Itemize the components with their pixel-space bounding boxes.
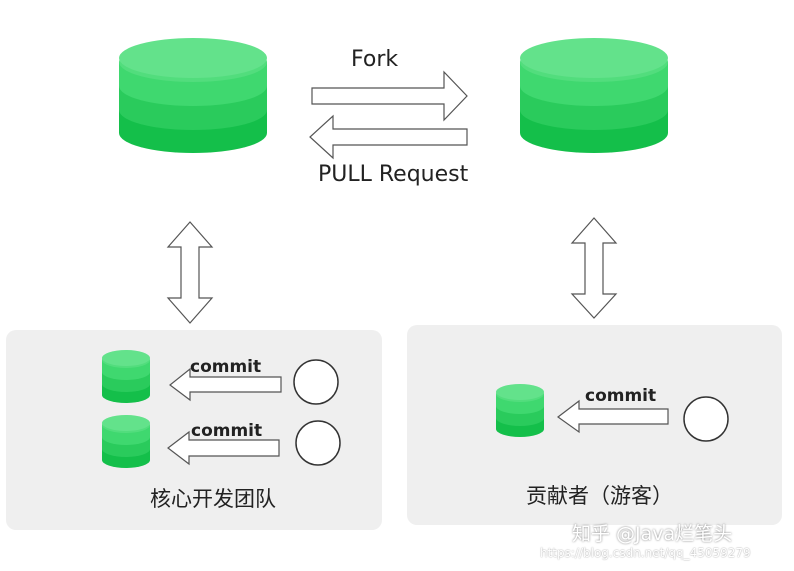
- watermark-main: 知乎 @Java烂笔头: [572, 523, 733, 545]
- team-local-repo-1-icon: [102, 350, 150, 403]
- team-developer-1-icon: [293, 359, 339, 405]
- team-commit-arrow-2: [167, 430, 280, 466]
- team-developer-2-icon: [295, 420, 341, 466]
- forked-repo-database-icon: [520, 38, 668, 153]
- watermark-url: https://blog.csdn.net/qq_45059279: [540, 546, 751, 560]
- pull-request-arrow: [309, 114, 468, 160]
- team-commit-label-1: commit: [190, 357, 262, 377]
- fork-arrow: [311, 70, 468, 122]
- contributor-local-repo-icon: [496, 384, 544, 437]
- contributor-icon: [683, 396, 729, 442]
- team-commit-label-2: commit: [191, 421, 263, 441]
- pull-request-label: PULL Request: [318, 162, 469, 187]
- contributor-commit-arrow: [556, 399, 669, 434]
- left-sync-arrow: [166, 221, 214, 324]
- team-commit-arrow-1: [169, 367, 282, 402]
- contributor-label: 贡献者（游客）: [526, 484, 673, 508]
- contributor-commit-label: commit: [585, 386, 657, 406]
- right-sync-arrow: [570, 217, 618, 319]
- origin-repo-database-icon: [119, 38, 267, 153]
- team-local-repo-2-icon: [102, 415, 150, 468]
- core-team-label: 核心开发团队: [150, 487, 276, 511]
- fork-label: Fork: [351, 47, 399, 72]
